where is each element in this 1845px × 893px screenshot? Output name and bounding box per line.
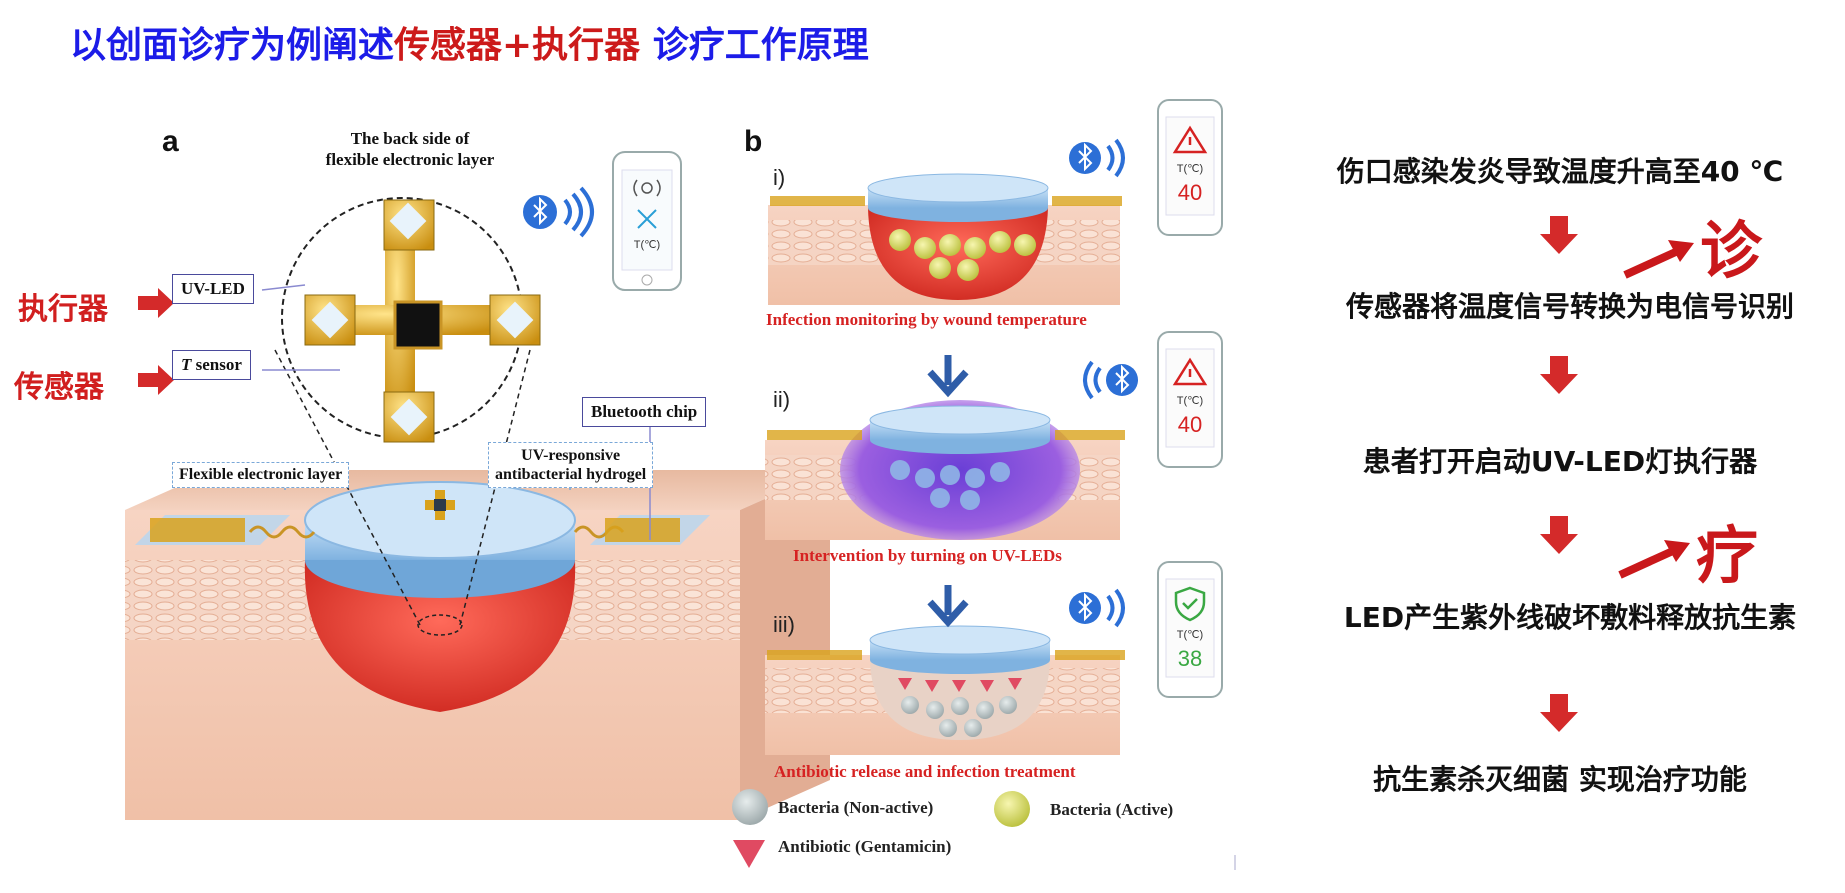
stage-ii-caption: Intervention by turning on UV-LEDs [793, 546, 1062, 566]
stage-arrow-1 [930, 355, 966, 392]
bluetooth-icon-b3 [1069, 590, 1123, 626]
phone-b3-value: 38 [1166, 646, 1214, 672]
inset-title-line1: The back side of [300, 128, 520, 149]
stage-arrow-2 [930, 585, 966, 622]
treatment-char: 疗 [1696, 505, 1758, 595]
diagnosis-char: 诊 [1700, 200, 1762, 290]
phone-b1-temp-label: T(℃) [1166, 162, 1214, 175]
diag-arrow-1 [1625, 250, 1680, 275]
skin-block-a [125, 470, 830, 820]
t-sensor-label: T sensor [172, 350, 251, 380]
actuator-arrow [138, 288, 174, 318]
phone-b2-value: 40 [1166, 412, 1214, 438]
phone-a-temp-label: T(℃) [622, 238, 672, 251]
stage-i-label: i) [773, 165, 785, 191]
hydrogel-label: UV-responsive antibacterial hydrogel [488, 442, 653, 488]
hydrogel-label-line1: UV-responsive [495, 446, 646, 465]
inset-title: The back side of flexible electronic lay… [300, 128, 520, 170]
legend-inactive-icon [732, 789, 768, 825]
uv-led-label: UV-LED [172, 274, 254, 304]
panel-a-letter: a [162, 125, 179, 159]
stage-iii-label: iii) [773, 612, 795, 638]
bluetooth-icon-b2 [1085, 362, 1138, 398]
bluetooth-icon-a [523, 188, 592, 236]
stage-iii-caption: Antibiotic release and infection treatme… [774, 762, 1076, 782]
hydrogel-label-line2: antibacterial hydrogel [495, 465, 646, 484]
sensor-label: 传感器 [14, 362, 104, 406]
t-sensor-rest: sensor [191, 355, 242, 374]
flow-step-1: 伤口感染发炎导致温度升高至40 ℃ [1310, 150, 1810, 190]
stage-ii-graphic [765, 400, 1125, 540]
legend-antibiotic-icon [733, 840, 765, 868]
flow-step-4: LED产生紫外线破坏敷料释放抗生素 [1310, 596, 1830, 636]
legend-active-icon [994, 791, 1030, 827]
flow-step-2: 传感器将温度信号转换为电信号识别 [1310, 285, 1830, 325]
legend-antibiotic: Antibiotic (Gentamicin) [778, 837, 951, 857]
sensor-arrow [138, 365, 174, 395]
phone-b2-temp-label: T(℃) [1166, 394, 1214, 407]
phone-b3-temp-label: T(℃) [1166, 628, 1214, 641]
stage-i-caption: Infection monitoring by wound temperatur… [766, 310, 1087, 330]
t-sensor-italic: T [181, 355, 191, 374]
diag-arrow-2 [1620, 550, 1675, 575]
bluetooth-icon-b1 [1069, 140, 1123, 176]
legend-active: Bacteria (Active) [1050, 800, 1173, 820]
stage-ii-label: ii) [773, 387, 790, 413]
phone-a [613, 152, 681, 290]
phone-b1-value: 40 [1166, 180, 1214, 206]
flexible-layer-label: Flexible electronic layer [172, 462, 349, 488]
actuator-label: 执行器 [18, 284, 108, 328]
stage-i-graphic [768, 174, 1122, 305]
legend-non-active: Bacteria (Non-active) [778, 798, 933, 818]
inset-title-line2: flexible electronic layer [300, 149, 520, 170]
flow-step-3: 患者打开启动UV-LED灯执行器 [1310, 440, 1810, 480]
panel-b-letter: b [744, 125, 762, 159]
flow-step-5: 抗生素杀灭细菌 实现治疗功能 [1310, 758, 1810, 798]
bluetooth-chip-label: Bluetooth chip [582, 397, 706, 427]
